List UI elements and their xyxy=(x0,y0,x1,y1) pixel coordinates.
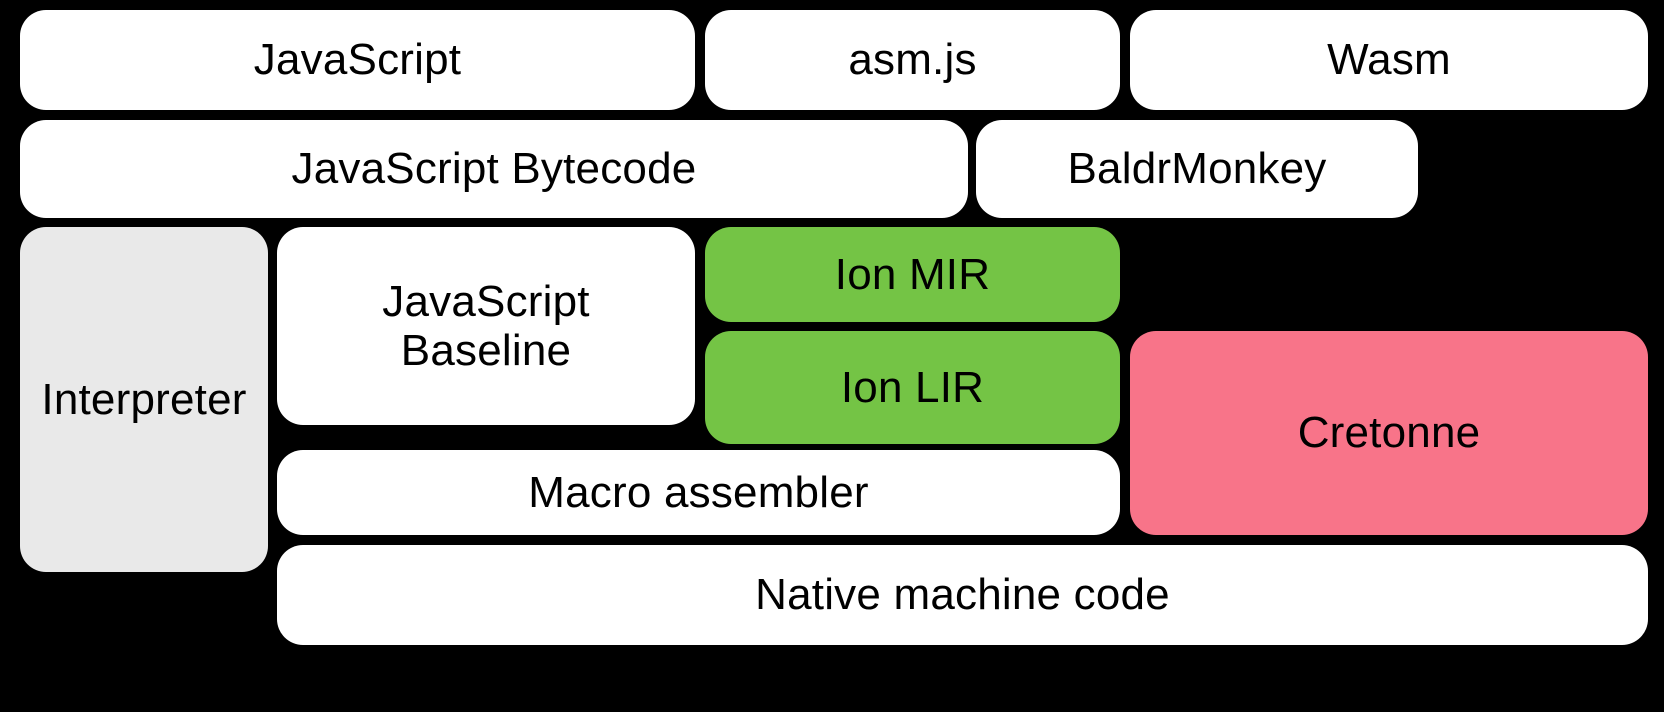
node-ion-mir[interactable]: Ion MIR xyxy=(705,227,1120,322)
node-javascript-bytecode[interactable]: JavaScript Bytecode xyxy=(20,120,968,218)
node-javascript-baseline[interactable]: JavaScript Baseline xyxy=(277,227,695,425)
node-native-machine-code[interactable]: Native machine code xyxy=(277,545,1648,645)
node-wasm[interactable]: Wasm xyxy=(1130,10,1648,110)
node-javascript[interactable]: JavaScript xyxy=(20,10,695,110)
node-cretonne[interactable]: Cretonne xyxy=(1130,331,1648,535)
node-asm-js[interactable]: asm.js xyxy=(705,10,1120,110)
node-interpreter[interactable]: Interpreter xyxy=(20,227,268,572)
node-ion-lir[interactable]: Ion LIR xyxy=(705,331,1120,444)
node-macro-assembler[interactable]: Macro assembler xyxy=(277,450,1120,535)
node-baldrmonkey[interactable]: BaldrMonkey xyxy=(976,120,1418,218)
